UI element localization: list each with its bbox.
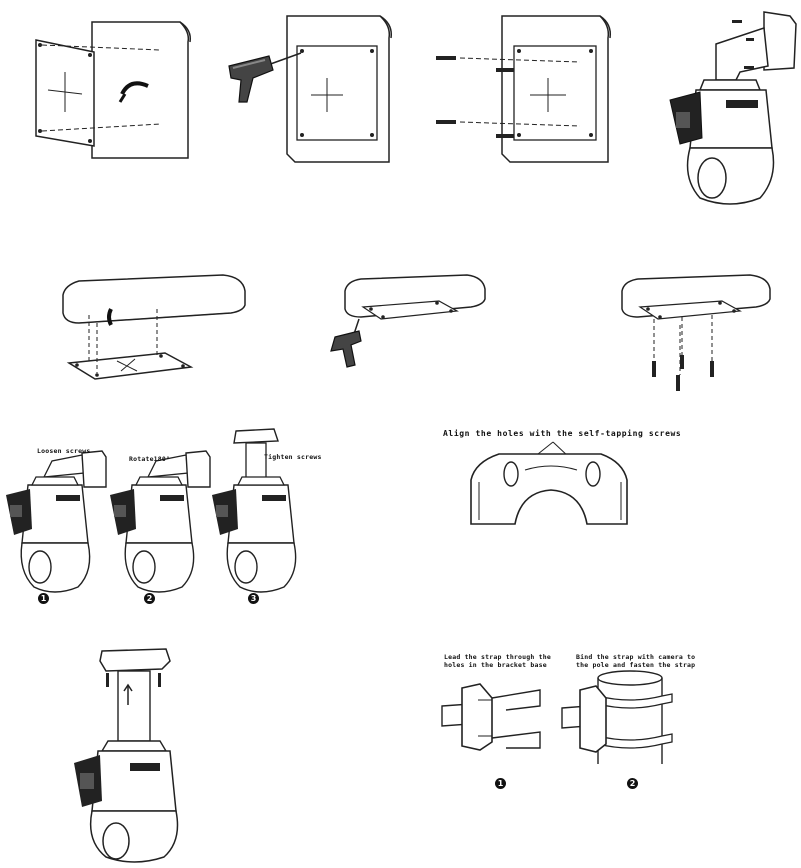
strap-step-number-2: 2 xyxy=(627,778,638,789)
step-number-3: 3 xyxy=(248,593,259,604)
bind-strap-label-line1: Bind the strap with camera to xyxy=(576,653,696,661)
ceiling-plate-illustration xyxy=(62,274,246,380)
loosen-screws-label: Loosen screws xyxy=(37,447,91,455)
tighten-screws-label: Tighten screws xyxy=(264,453,322,461)
bracket-base-illustration xyxy=(470,441,628,525)
step-number-1: 1 xyxy=(38,593,49,604)
lead-strap-label-line2: holes in the bracket base xyxy=(444,661,547,669)
align-holes-label: Align the holes with the self-tapping sc… xyxy=(443,429,682,438)
strap-through-bracket-illustration xyxy=(441,683,541,751)
ceiling-camera-illustration xyxy=(74,648,179,863)
strap-on-pole-illustration xyxy=(561,670,673,764)
lead-strap-label-line1: Lead the strap through the xyxy=(444,653,551,661)
drill-ceiling-illustration xyxy=(330,274,486,368)
wall-plate-mount-illustration xyxy=(35,21,192,159)
camera-wall-bracket-illustration xyxy=(669,11,797,205)
bind-strap-label-line2: the pole and fasten the strap xyxy=(576,661,696,669)
rotate-180-label: Rotate180° xyxy=(129,455,171,463)
screws-ceiling-illustration xyxy=(621,274,771,391)
camera-steps-illustration xyxy=(5,428,297,593)
drill-wall-illustration xyxy=(228,15,393,163)
step-number-2: 2 xyxy=(144,593,155,604)
screws-wall-illustration xyxy=(436,15,612,163)
strap-step-number-1: 1 xyxy=(495,778,506,789)
